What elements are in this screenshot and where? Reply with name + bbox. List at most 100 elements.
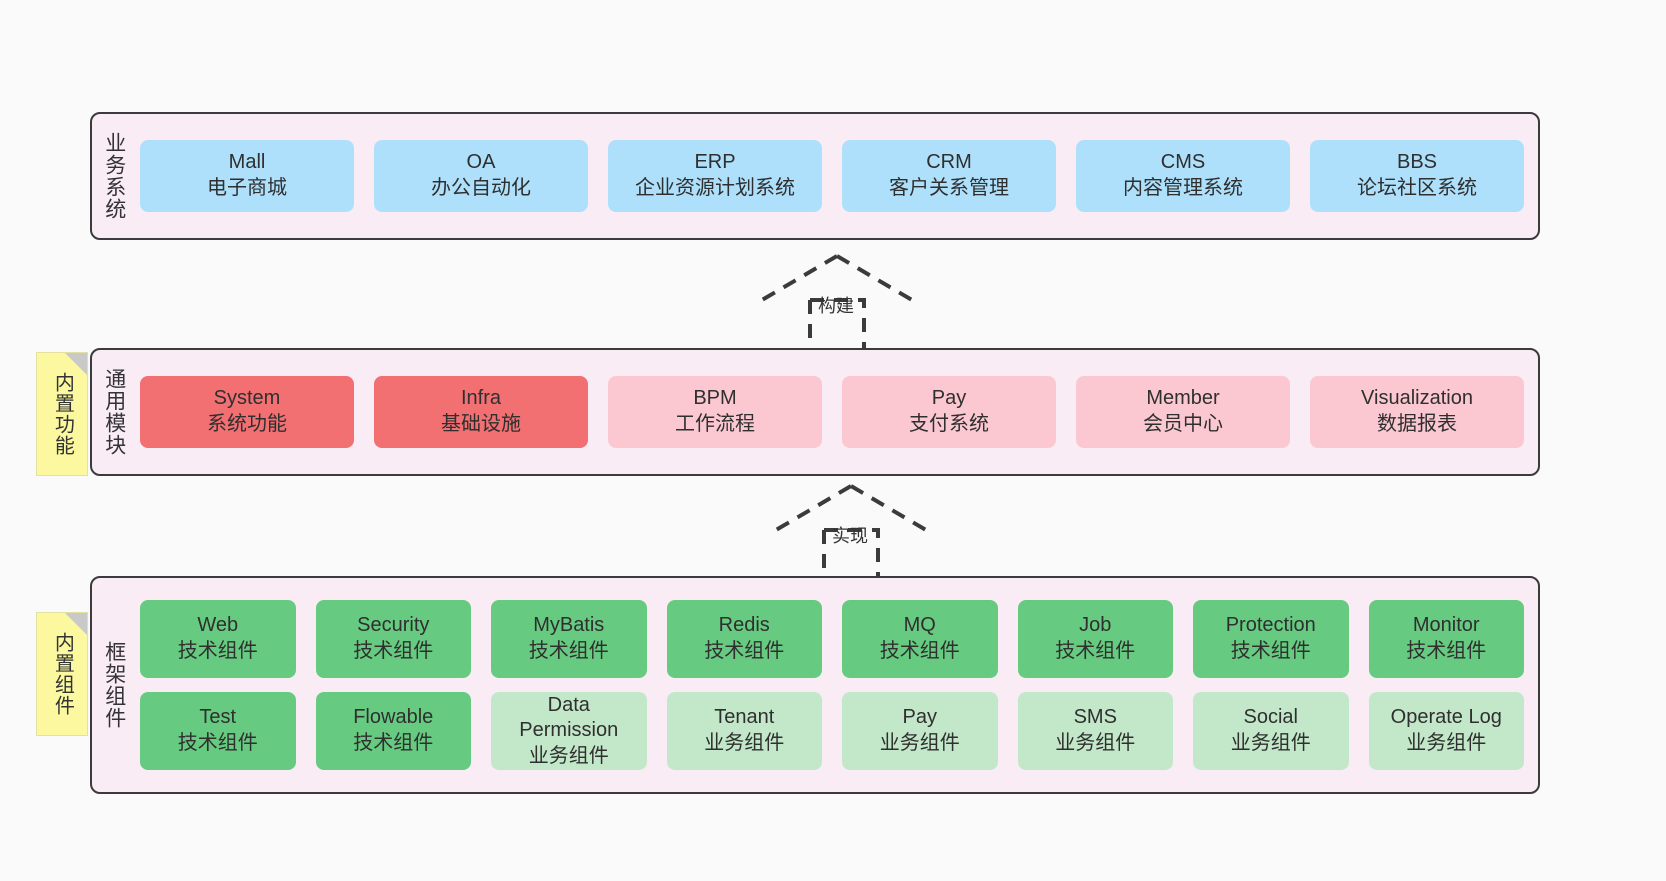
card-title-en: Data Permission (519, 693, 619, 742)
card-title-cn: 支付系统 (909, 413, 989, 435)
card-monitor[interactable]: Monitor 技术组件 (1368, 600, 1524, 678)
card-mq[interactable]: MQ 技术组件 (842, 600, 998, 678)
card-title-cn: 技术组件 (353, 640, 434, 662)
card-title-en: Web (197, 614, 239, 637)
layer-common-modules: 通用模块 System 系统功能 Infra 基础设施 BPM 工作流程 Pay… (90, 348, 1540, 476)
card-infra[interactable]: Infra 基础设施 (374, 376, 588, 448)
card-title-en: Pay (902, 706, 937, 729)
card-title-en: Tenant (714, 706, 775, 729)
card-title-en: Mall (228, 151, 266, 174)
layer-title-business-systems: 业务系统 (102, 132, 126, 220)
card-member[interactable]: Member 会员中心 (1076, 376, 1290, 448)
card-title-en: SMS (1073, 706, 1117, 729)
card-title-cn: 内容管理系统 (1123, 177, 1243, 199)
card-title-en: MQ (903, 614, 936, 637)
card-title-en: Job (1079, 614, 1112, 637)
card-title-cn: 企业资源计划系统 (635, 177, 795, 199)
layer-framework-components: 框架组件 Web 技术组件 Security 技术组件 MyBatis 技术组件… (90, 576, 1540, 794)
layer-title-framework-components: 框架组件 (102, 641, 126, 729)
card-tenant[interactable]: Tenant 业务组件 (666, 692, 822, 770)
layer-body-framework-components: Web 技术组件 Security 技术组件 MyBatis 技术组件 Redi… (136, 578, 1538, 792)
card-title-cn: 技术组件 (177, 732, 258, 754)
connector-implement-label: 实现 (832, 526, 868, 546)
card-title-en: ERP (694, 151, 736, 174)
card-bbs[interactable]: BBS 论坛社区系统 (1310, 140, 1524, 212)
note-builtin-component-label: 内置组件 (51, 632, 74, 716)
card-title-en: Flowable (353, 706, 434, 729)
card-flowable[interactable]: Flowable 技术组件 (315, 692, 471, 770)
card-title-en: MyBatis (533, 614, 605, 637)
framework-components-row-1: Web 技术组件 Security 技术组件 MyBatis 技术组件 Redi… (140, 600, 1524, 678)
card-title-en: CMS (1160, 151, 1206, 174)
card-data-permission[interactable]: Data Permission 业务组件 (491, 692, 647, 770)
card-web[interactable]: Web 技术组件 (140, 600, 296, 678)
card-title-cn: 技术组件 (1406, 640, 1487, 662)
connector-implement: 实现 (766, 482, 936, 578)
card-crm[interactable]: CRM 客户关系管理 (842, 140, 1056, 212)
card-title-en: Social (1243, 706, 1298, 729)
card-title-cn: 技术组件 (704, 640, 785, 662)
layer-business-systems: 业务系统 Mall 电子商城 OA 办公自动化 ERP 企业资源计划系统 CRM… (90, 112, 1540, 240)
card-mybatis[interactable]: MyBatis 技术组件 (491, 600, 647, 678)
note-builtin-function: 内置功能 (36, 352, 88, 476)
card-title-en: CRM (926, 151, 972, 174)
card-title-en: BPM (693, 387, 737, 410)
card-system[interactable]: System 系统功能 (140, 376, 354, 448)
card-erp[interactable]: ERP 企业资源计划系统 (608, 140, 822, 212)
card-title-en: System (213, 387, 281, 410)
card-title-en: Member (1146, 387, 1220, 410)
note-builtin-component: 内置组件 (36, 612, 88, 736)
card-title-cn: 电子商城 (207, 177, 287, 199)
connector-implement-arrow (774, 484, 928, 578)
card-title-cn: 技术组件 (879, 640, 960, 662)
card-title-cn: 会员中心 (1143, 413, 1223, 435)
card-title-cn: 系统功能 (207, 413, 287, 435)
card-title-cn: 业务组件 (528, 744, 609, 767)
card-title-cn: 技术组件 (353, 732, 434, 754)
card-protection[interactable]: Protection 技术组件 (1193, 600, 1349, 678)
card-title-cn: 技术组件 (177, 640, 258, 662)
card-title-cn: 数据报表 (1377, 413, 1457, 435)
layer-title-common-modules: 通用模块 (102, 368, 126, 456)
card-oa[interactable]: OA 办公自动化 (374, 140, 588, 212)
card-cms[interactable]: CMS 内容管理系统 (1076, 140, 1290, 212)
connector-build: 构建 (752, 252, 922, 348)
card-title-en: Test (199, 706, 237, 729)
card-visualization[interactable]: Visualization 数据报表 (1310, 376, 1524, 448)
card-title-cn: 基础设施 (441, 413, 521, 435)
card-title-cn: 工作流程 (675, 413, 755, 435)
card-test[interactable]: Test 技术组件 (140, 692, 296, 770)
card-mall[interactable]: Mall 电子商城 (140, 140, 354, 212)
card-title-en: Security (357, 614, 430, 637)
card-title-en: Redis (718, 614, 770, 637)
card-security[interactable]: Security 技术组件 (315, 600, 471, 678)
card-bpm[interactable]: BPM 工作流程 (608, 376, 822, 448)
card-title-cn: 客户关系管理 (889, 177, 1009, 199)
card-title-en: Infra (460, 387, 502, 410)
layer-body-common-modules: System 系统功能 Infra 基础设施 BPM 工作流程 Pay 支付系统… (136, 350, 1538, 474)
card-redis[interactable]: Redis 技术组件 (666, 600, 822, 678)
card-title-cn: 技术组件 (1055, 640, 1136, 662)
card-title-en: Operate Log (1390, 706, 1502, 729)
layer-body-business-systems: Mall 电子商城 OA 办公自动化 ERP 企业资源计划系统 CRM 客户关系… (136, 114, 1538, 238)
card-pay-component[interactable]: Pay 业务组件 (842, 692, 998, 770)
card-title-en: Protection (1225, 614, 1316, 637)
card-operate-log[interactable]: Operate Log 业务组件 (1368, 692, 1524, 770)
card-pay-module[interactable]: Pay 支付系统 (842, 376, 1056, 448)
card-title-en: OA (466, 151, 496, 174)
card-title-en: Monitor (1412, 614, 1480, 637)
card-title-cn: 业务组件 (1406, 732, 1487, 754)
card-title-cn: 业务组件 (1055, 732, 1136, 754)
card-title-en: Visualization (1361, 387, 1473, 410)
card-social[interactable]: Social 业务组件 (1193, 692, 1349, 770)
card-job[interactable]: Job 技术组件 (1017, 600, 1173, 678)
card-sms[interactable]: SMS 业务组件 (1017, 692, 1173, 770)
card-title-cn: 业务组件 (1230, 732, 1311, 754)
card-title-cn: 业务组件 (704, 732, 785, 754)
card-title-en: Pay (931, 387, 967, 410)
card-title-cn: 业务组件 (879, 732, 960, 754)
card-title-cn: 论坛社区系统 (1357, 177, 1477, 199)
card-title-en: BBS (1396, 151, 1438, 174)
card-title-cn: 办公自动化 (431, 177, 531, 199)
connector-build-label: 构建 (818, 296, 854, 316)
